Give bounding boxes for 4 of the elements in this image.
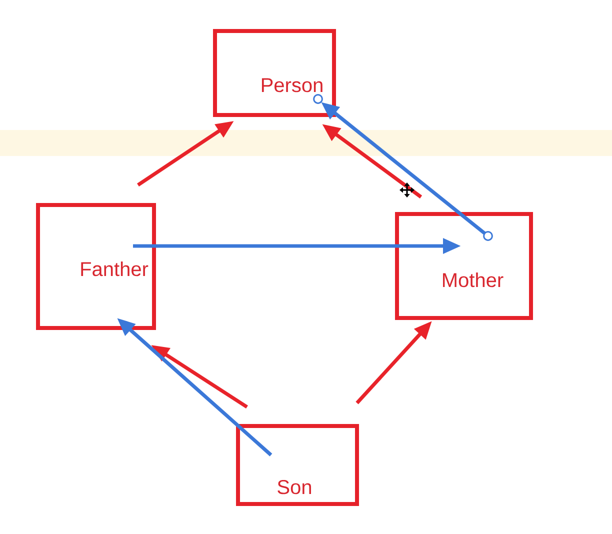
entity-box: Person	[213, 29, 336, 117]
entity-box: Fanther	[36, 203, 156, 330]
entity-box: Mother	[395, 212, 533, 320]
entity-box: Son	[236, 424, 359, 506]
